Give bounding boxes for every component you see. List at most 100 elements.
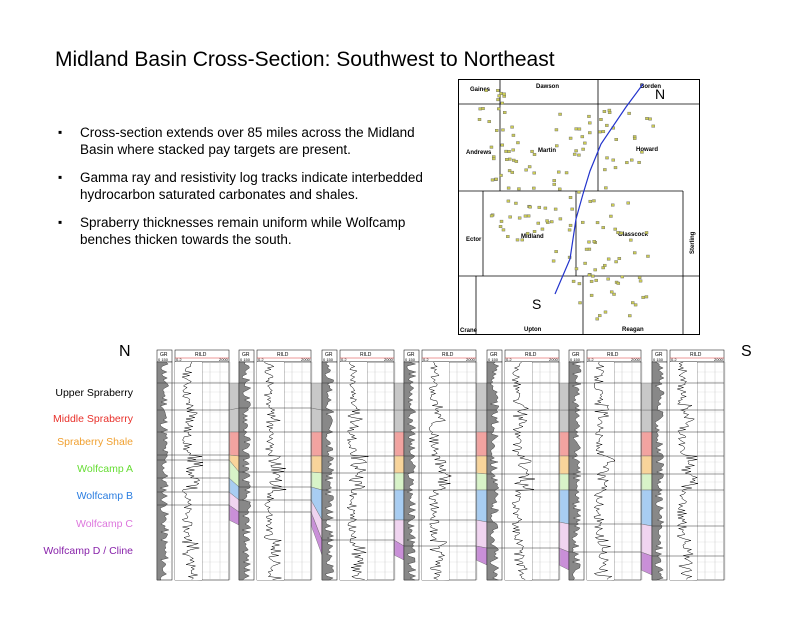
zone-band xyxy=(475,409,488,433)
zone-band xyxy=(393,431,405,457)
well-marker xyxy=(587,273,592,277)
zone-band xyxy=(558,489,570,525)
well-marker xyxy=(510,125,514,129)
zone-band xyxy=(228,407,240,433)
well-marker xyxy=(637,160,641,164)
basin-map: Gaines Dawson Borden Andrews Martin Howa… xyxy=(458,79,700,335)
zone-band xyxy=(640,523,653,557)
county-label: Andrews xyxy=(466,150,492,156)
zone-band xyxy=(310,431,323,457)
well-marker xyxy=(581,147,585,151)
slide-title: Midland Basin Cross-Section: Southwest t… xyxy=(55,48,555,71)
well-marker xyxy=(644,231,649,235)
zone-band xyxy=(640,455,653,475)
zone-band xyxy=(558,409,570,433)
well-marker xyxy=(611,158,615,162)
well-marker xyxy=(492,157,496,161)
well-marker xyxy=(500,101,504,105)
well-marker xyxy=(478,107,482,111)
well-marker xyxy=(568,196,573,199)
zone-band xyxy=(640,551,653,576)
well-marker xyxy=(568,136,573,140)
well-marker xyxy=(637,276,642,280)
zone-band xyxy=(475,489,488,523)
well-marker xyxy=(606,277,610,281)
well-marker xyxy=(497,94,501,98)
well-marker xyxy=(599,118,603,121)
zone-band xyxy=(228,382,240,411)
well-marker xyxy=(587,114,591,118)
svg-text:2000: 2000 xyxy=(219,357,229,362)
well-marker xyxy=(494,177,498,181)
well-marker xyxy=(514,159,519,163)
well-marker xyxy=(506,235,510,239)
well-marker xyxy=(605,156,609,160)
well-marker xyxy=(603,263,607,267)
well-marker xyxy=(644,295,649,299)
well-marker xyxy=(617,257,622,260)
well-marker xyxy=(502,92,506,96)
zone-band xyxy=(558,431,570,457)
well-marker xyxy=(646,254,650,258)
zone-label: Spraberry Shale xyxy=(57,436,133,448)
well-marker xyxy=(609,214,613,218)
well-marker xyxy=(613,227,617,231)
county-label: Howard xyxy=(636,147,658,153)
well-marker xyxy=(651,124,655,128)
bullet-item: Spraberry thicknesses remain uniform whi… xyxy=(58,214,443,248)
bullet-item: Cross-section extends over 85 miles acro… xyxy=(58,124,443,158)
well-marker xyxy=(515,238,520,242)
well-marker xyxy=(508,157,512,161)
county-label: Ector xyxy=(466,237,482,243)
gr-header: GR xyxy=(160,352,168,358)
well-marker xyxy=(500,143,505,147)
well-marker xyxy=(605,123,609,127)
well-marker xyxy=(496,98,500,102)
well-marker xyxy=(627,111,631,115)
well-marker xyxy=(572,152,577,156)
well-marker xyxy=(584,247,589,251)
zone-band xyxy=(475,519,488,549)
label-left-end: N xyxy=(119,343,131,360)
well-marker xyxy=(578,301,582,305)
well-marker xyxy=(496,89,500,92)
well-marker xyxy=(564,171,569,175)
rild-header: RILD xyxy=(690,352,702,358)
well-marker xyxy=(537,205,542,209)
well-marker xyxy=(532,230,537,233)
svg-text:0.2: 0.2 xyxy=(671,357,677,362)
county-label: Midland xyxy=(521,234,544,240)
well-marker xyxy=(558,217,563,221)
svg-text:2000: 2000 xyxy=(549,357,559,362)
well-marker xyxy=(589,279,594,283)
svg-text:0 150: 0 150 xyxy=(323,357,334,362)
svg-text:0 150: 0 150 xyxy=(158,357,169,362)
svg-text:0 150: 0 150 xyxy=(488,357,499,362)
well-marker xyxy=(545,219,549,223)
well-marker xyxy=(626,201,630,205)
well-marker xyxy=(611,203,615,207)
svg-text:2000: 2000 xyxy=(466,357,476,362)
well-marker xyxy=(506,199,511,203)
well-marker xyxy=(523,214,528,218)
well-marker xyxy=(567,228,572,232)
zone-band xyxy=(558,473,570,491)
svg-text:2000: 2000 xyxy=(714,357,724,362)
zone-band xyxy=(310,407,323,433)
well-marker xyxy=(553,207,558,211)
svg-text:0 150: 0 150 xyxy=(653,357,664,362)
well-marker xyxy=(505,158,509,161)
well-marker xyxy=(625,161,629,165)
well-marker xyxy=(620,275,624,279)
zone-band xyxy=(558,521,570,553)
well-marker xyxy=(619,231,624,235)
well-marker xyxy=(587,240,591,244)
well-marker xyxy=(487,120,491,124)
well-marker xyxy=(532,171,536,175)
svg-text:0 150: 0 150 xyxy=(570,357,581,362)
well-marker xyxy=(551,259,556,263)
well-marker xyxy=(528,205,532,209)
well-marker xyxy=(540,227,545,231)
